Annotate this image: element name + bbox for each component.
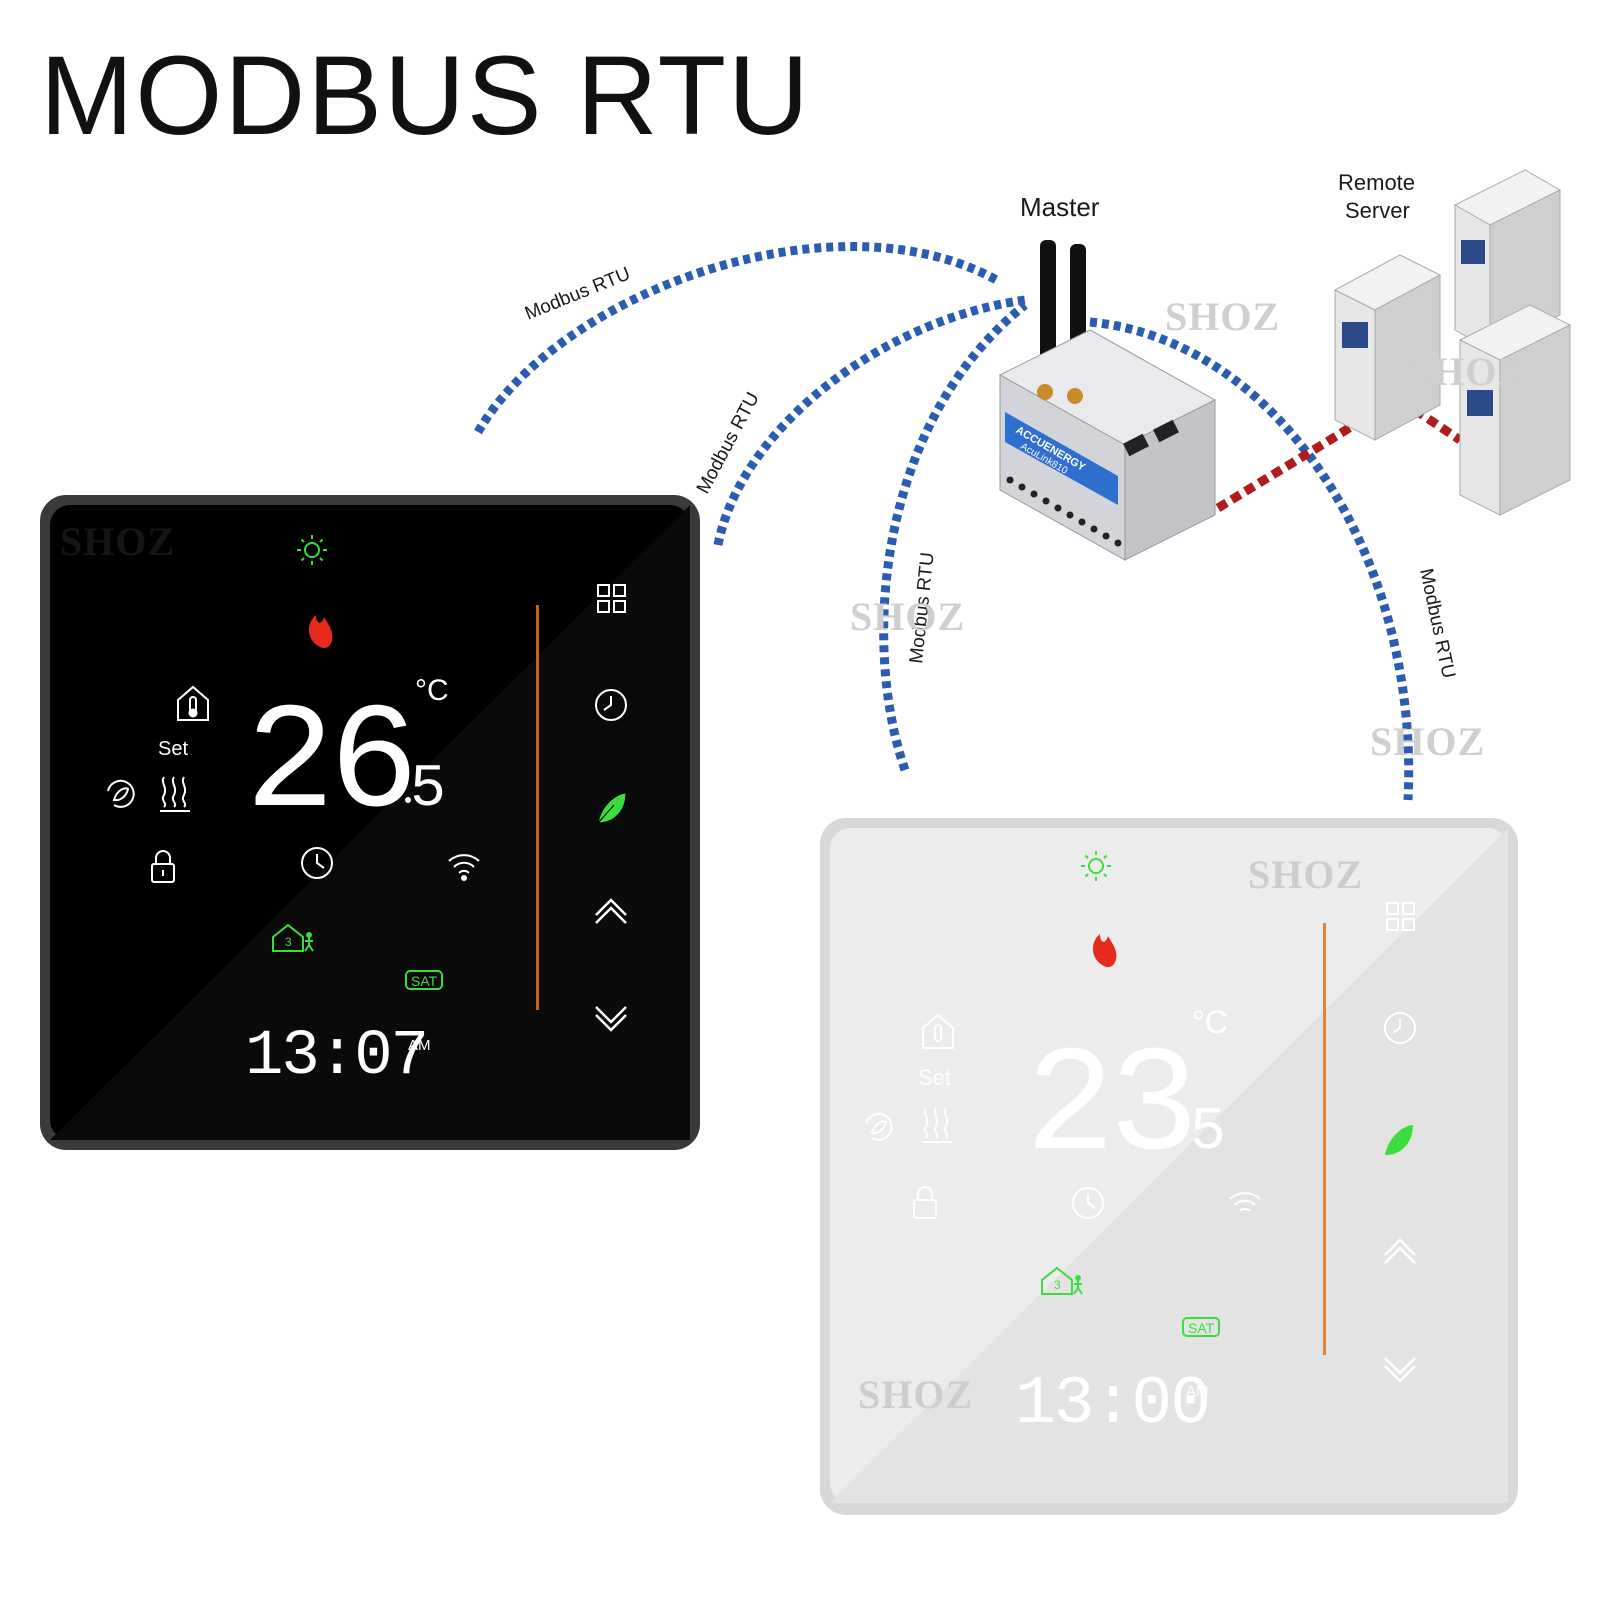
wifi-icon [448, 854, 480, 881]
temperature-slider[interactable] [536, 605, 539, 1010]
program-number: 3 [285, 935, 292, 949]
clock-icon [1072, 1187, 1104, 1219]
up-icon[interactable] [1384, 1238, 1416, 1264]
heating-icon [922, 1107, 952, 1143]
schedule-icon[interactable] [1384, 1012, 1416, 1044]
down-icon[interactable] [595, 1006, 627, 1032]
watermark: SHOZ [1165, 294, 1280, 339]
flame-icon [308, 615, 333, 649]
thermostat-black: SHOZ Set [40, 495, 700, 1150]
watermark: SHOZ [60, 519, 175, 564]
clock-time: 13:07 [245, 1021, 427, 1093]
home-away-icon [272, 923, 314, 952]
watermark: SHOZ [1248, 852, 1363, 897]
home-thermometer-icon [177, 685, 209, 721]
page-title: MODBUS RTU [40, 33, 811, 158]
day-badge-frame [1182, 1317, 1220, 1337]
menu-grid-icon[interactable] [1386, 902, 1415, 931]
temperature-unit: °C [1192, 1004, 1228, 1040]
modbus-link-4 [1089, 317, 1414, 801]
down-icon[interactable] [1384, 1357, 1416, 1383]
link-label-2: Modbus RTU [693, 389, 764, 497]
sun-icon [1081, 851, 1111, 881]
home-away-icon [1041, 1266, 1083, 1295]
link-label-1: Modbus RTU [522, 263, 633, 324]
server-rack-3 [1458, 304, 1572, 516]
lock-icon[interactable] [913, 1186, 937, 1219]
clock-meridiem: AM [1186, 1383, 1209, 1400]
thermostat-white: SHOZ SHOZ Set [820, 818, 1518, 1515]
watermark: SHOZ [858, 1372, 973, 1417]
clock-time: 13:00 [1015, 1366, 1209, 1443]
day-badge: SAT [411, 973, 438, 989]
temperature-display: 26 5 [245, 681, 446, 851]
leaf-icon[interactable] [1385, 1125, 1413, 1155]
wifi-icon [1229, 1192, 1261, 1212]
temperature-display: 23 5 [1025, 1024, 1226, 1194]
temperature-main: 26 [245, 681, 413, 851]
master-label: Master [1020, 192, 1100, 222]
master-device: ACCUENERGY AcuLink810 [998, 240, 1217, 561]
clock-meridiem: AM [408, 1037, 431, 1054]
temperature-decimal: 5 [1190, 1099, 1226, 1167]
remote-server-label-2: Server [1345, 198, 1410, 223]
watermark: SHOZ [850, 594, 965, 639]
set-label: Set [918, 1065, 951, 1090]
heating-icon [160, 776, 190, 812]
clock-icon [301, 847, 333, 879]
watermark: SHOZ [1370, 719, 1485, 764]
up-icon[interactable] [595, 898, 627, 924]
watermark: SHOZ [1410, 349, 1525, 394]
server-rack-2 [1453, 169, 1562, 351]
temperature-decimal: 5 [410, 756, 446, 824]
day-badge-frame [405, 970, 443, 990]
temperature-unit: °C [415, 674, 449, 707]
day-badge: SAT [1188, 1320, 1215, 1336]
link-label-4: Modbus RTU [1415, 567, 1459, 681]
server-link-2 [1412, 406, 1463, 444]
schedule-icon[interactable] [595, 689, 627, 721]
temperature-main: 23 [1025, 1024, 1193, 1194]
flame-icon [1092, 934, 1117, 968]
eco-mode-icon[interactable] [865, 1112, 893, 1141]
home-thermometer-icon [922, 1013, 954, 1049]
leaf-icon[interactable] [597, 792, 627, 824]
temperature-slider[interactable] [1323, 923, 1326, 1355]
modbus-link-1 [474, 242, 1003, 435]
remote-server-label-1: Remote [1338, 170, 1415, 195]
program-number: 3 [1054, 1278, 1061, 1292]
modbus-link-3 [879, 301, 1028, 772]
sun-icon [297, 535, 327, 565]
modbus-links [474, 242, 1414, 801]
modbus-link-2 [713, 295, 1026, 546]
lock-icon[interactable] [151, 850, 175, 883]
menu-grid-icon[interactable] [597, 584, 626, 613]
eco-mode-icon[interactable] [107, 779, 135, 808]
set-label: Set [158, 738, 188, 760]
server-rack-1 [1333, 254, 1442, 441]
